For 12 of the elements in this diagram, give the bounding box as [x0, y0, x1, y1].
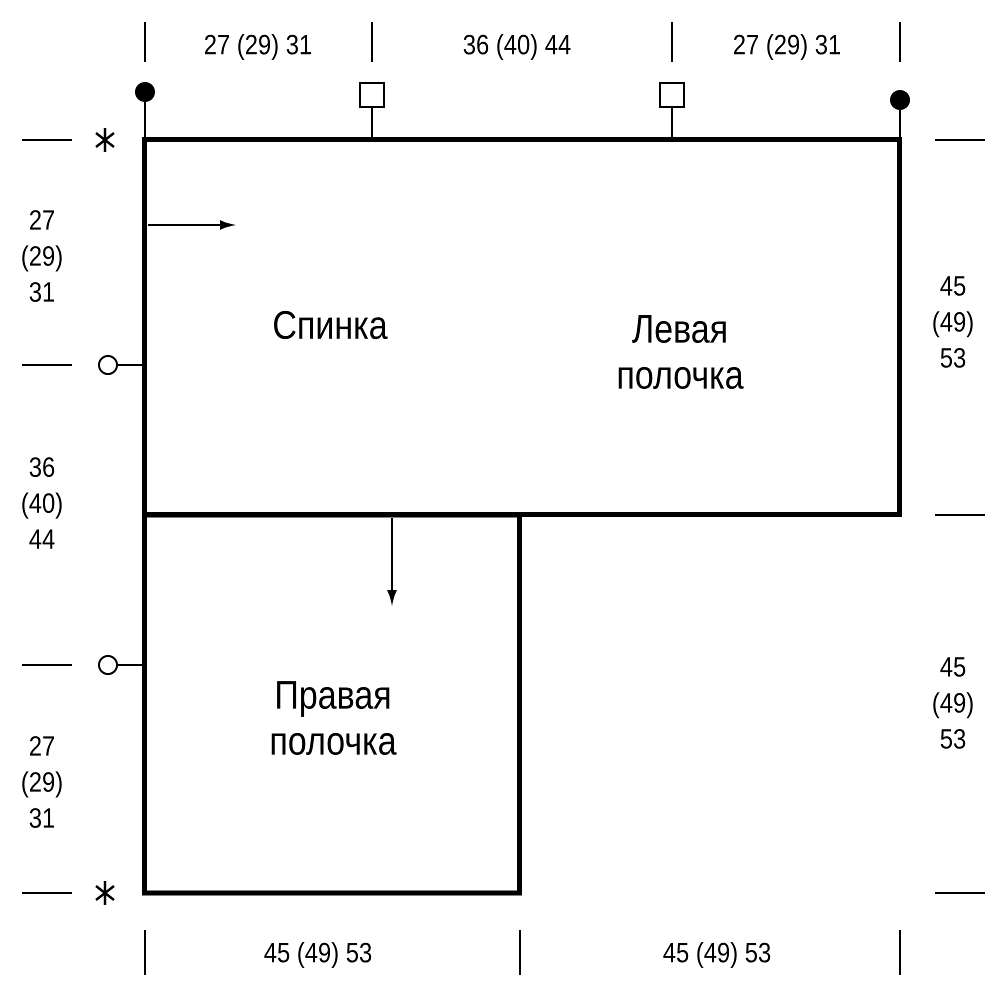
- dimension-label: 27 (29) 31: [22, 210, 62, 302]
- pattern-panel: Правая полочка: [142, 512, 522, 896]
- dimension-label: 27 (29) 31: [22, 736, 62, 828]
- dimension-label: 45 (49) 53: [264, 942, 372, 968]
- pattern-panel: Спинка Левая полочка: [142, 137, 902, 517]
- dimension-label: 45 (49) 53: [933, 276, 973, 368]
- dimension-label: 36 (40) 44: [464, 34, 571, 60]
- dimension-label: 27 (29) 31: [734, 34, 840, 60]
- dimension-label: 36 (40) 44: [22, 457, 62, 549]
- dimension-label: 45 (49) 53: [663, 942, 770, 968]
- dimension-label: 27 (29) 31: [204, 34, 312, 60]
- dimension-label: 45 (49) 53: [933, 657, 973, 749]
